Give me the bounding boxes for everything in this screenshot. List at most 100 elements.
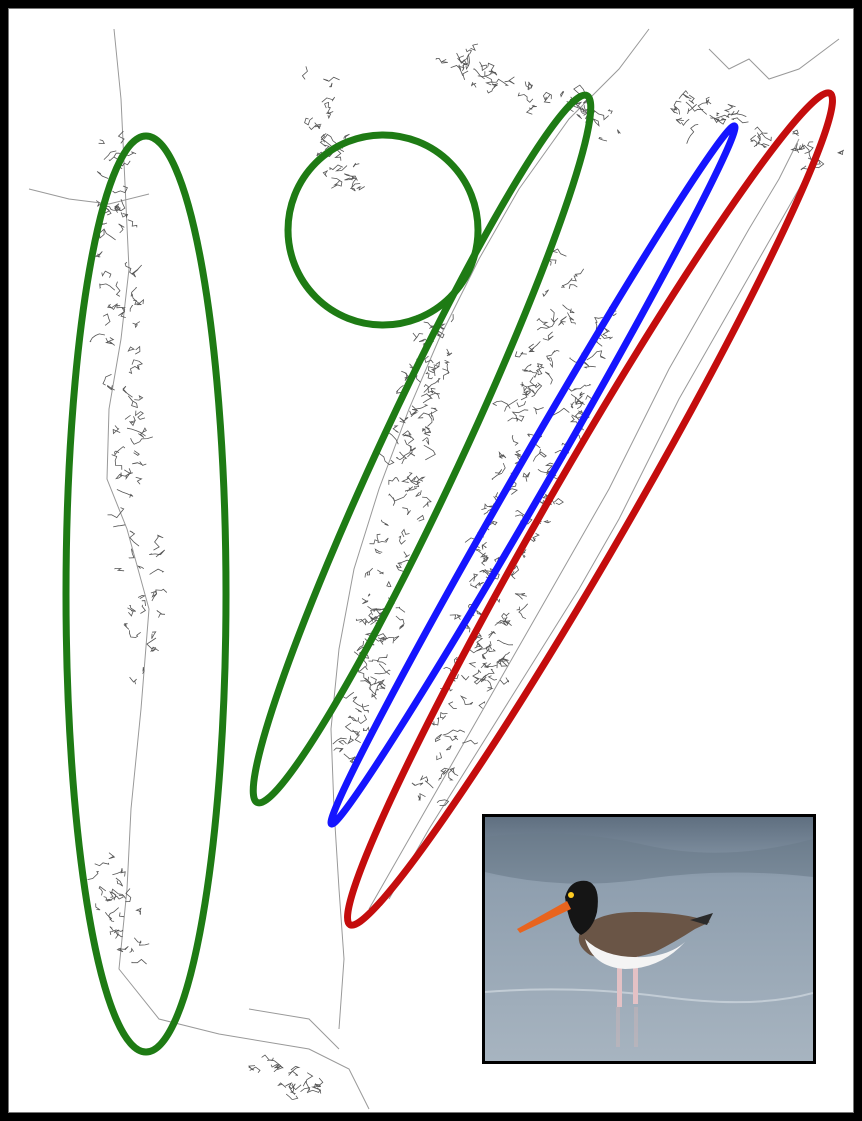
marsh-creek — [374, 683, 382, 695]
marsh-creek — [521, 369, 531, 373]
marsh-creek — [730, 117, 749, 124]
marsh-creek — [130, 416, 136, 424]
marsh-creek — [562, 304, 575, 314]
marsh-creek — [392, 635, 400, 644]
marsh-creek — [331, 177, 343, 187]
bird-leg-left — [617, 952, 622, 1007]
marsh-creek — [119, 912, 125, 918]
marsh-creek — [551, 248, 567, 257]
marsh-creek — [442, 359, 450, 372]
marsh-creek — [132, 321, 141, 329]
marsh-creek — [579, 391, 585, 397]
marsh-creek — [116, 488, 134, 498]
marsh-creek — [583, 365, 596, 369]
marsh-creek — [413, 476, 426, 488]
marsh-creek — [529, 369, 538, 379]
marsh-creek — [543, 94, 551, 104]
marsh-creek — [96, 171, 109, 179]
marsh-creek — [527, 433, 534, 437]
marsh-creek — [499, 677, 510, 685]
marsh-creek — [511, 434, 519, 446]
marsh-creek — [522, 391, 530, 396]
oystercatcher-photo — [485, 817, 813, 1061]
marsh-creek — [517, 92, 534, 103]
marsh-creek — [686, 124, 699, 144]
marsh-creek — [545, 462, 554, 476]
marsh-creek — [542, 289, 549, 297]
western-boundary-line — [106, 28, 370, 1110]
marsh-creek — [118, 223, 125, 234]
central-coastline — [330, 28, 650, 1030]
marsh-creek — [379, 453, 395, 466]
marsh-creek — [473, 674, 487, 685]
marsh-creek — [407, 476, 421, 486]
marsh-creek — [137, 594, 146, 599]
marsh-creek — [123, 623, 130, 630]
marsh-creek — [329, 164, 343, 171]
north-shore-line — [28, 188, 150, 205]
marsh-creek — [135, 476, 143, 485]
marsh-creek — [496, 639, 514, 646]
marsh-creek — [757, 132, 772, 142]
marsh-creek — [361, 598, 369, 605]
bird-belly — [585, 939, 685, 969]
marsh-creek — [127, 395, 138, 409]
marsh-creek — [431, 716, 440, 726]
marsh-creek — [423, 426, 431, 436]
marsh-creek — [428, 366, 436, 377]
marsh-creek — [673, 105, 680, 115]
marsh-creek — [333, 747, 344, 753]
marsh-creek — [523, 363, 532, 372]
marsh-creek — [131, 359, 143, 370]
marsh-creek — [332, 737, 347, 745]
marsh-creek — [95, 903, 101, 911]
marsh-creek — [450, 65, 464, 77]
marsh-creek — [360, 680, 371, 691]
marsh-creek — [112, 425, 121, 435]
marsh-creek — [488, 630, 497, 639]
marsh-creek — [115, 281, 121, 297]
marsh-creek — [129, 947, 134, 953]
marsh-creek — [131, 293, 145, 306]
marsh-creek — [798, 143, 804, 151]
marsh-creek — [412, 332, 424, 342]
marsh-creek — [249, 1066, 261, 1074]
marsh-creek — [560, 90, 565, 98]
marsh-creek — [482, 668, 495, 678]
marsh-creek — [422, 437, 430, 445]
marsh-creek — [153, 534, 164, 551]
marsh-creek — [401, 528, 410, 538]
marsh-creek — [149, 568, 165, 575]
barrier-island-outer — [388, 128, 830, 900]
marsh-creek — [753, 132, 761, 148]
marsh-creek — [576, 113, 583, 120]
marsh-creek — [386, 580, 392, 588]
marsh-creek — [285, 1093, 299, 1100]
marsh-creek — [573, 383, 592, 390]
marsh-creek — [409, 363, 415, 370]
bird-leg-right — [633, 952, 638, 1004]
marsh-creek — [428, 407, 438, 415]
marsh-creek — [311, 1086, 322, 1091]
marsh-creek — [368, 659, 379, 662]
marsh-creek — [115, 877, 124, 887]
marsh-creek — [149, 549, 165, 558]
marsh-creek — [103, 896, 112, 902]
marsh-creek — [567, 312, 576, 325]
ellipse-layer — [62, 89, 836, 1056]
marsh-creek — [537, 367, 543, 376]
marsh-creek — [499, 656, 509, 667]
marsh-creek — [790, 143, 798, 152]
marsh-creek — [398, 535, 406, 545]
marsh-creek — [448, 767, 455, 781]
marsh-creek — [325, 111, 334, 120]
marsh-creek — [115, 473, 123, 480]
marsh-creek — [411, 782, 424, 786]
marsh-creek — [705, 96, 712, 105]
marsh-creek — [436, 799, 450, 806]
marsh-creek — [370, 676, 386, 687]
marsh-creek — [470, 581, 481, 589]
marsh-creek — [448, 701, 457, 709]
marsh-creek — [405, 487, 417, 492]
marsh-creek — [685, 101, 704, 112]
